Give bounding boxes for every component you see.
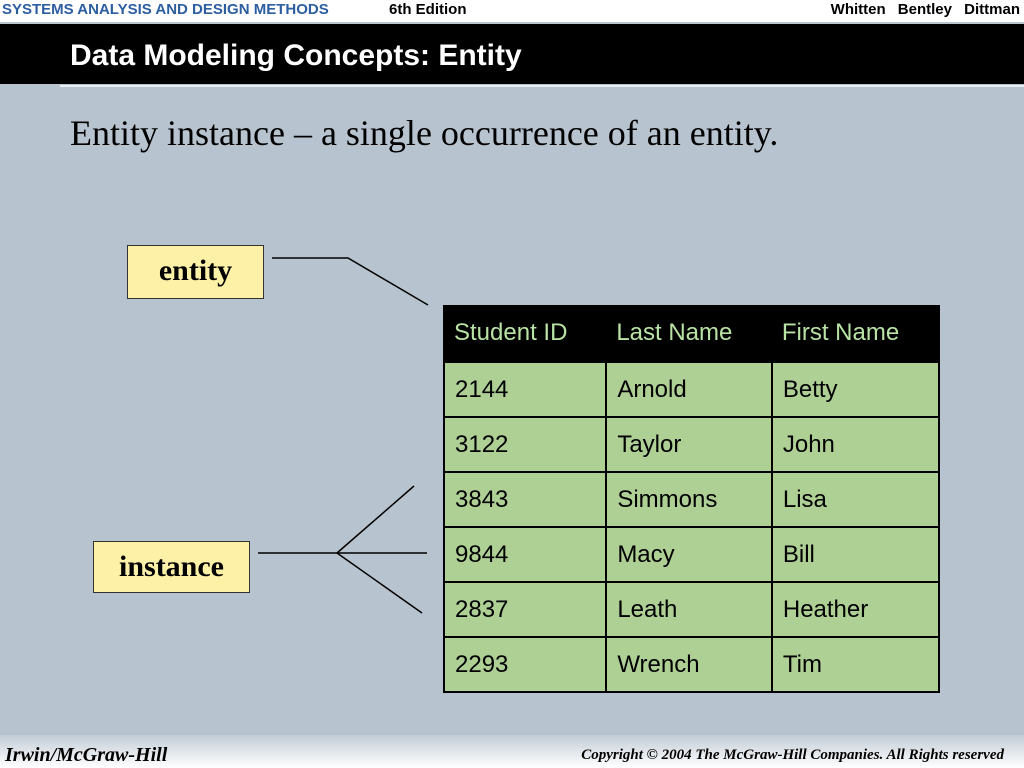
table-cell: 2837 [442,581,608,638]
student-table: Student ID Last Name First Name 2144 Arn… [442,305,941,693]
table-row: 3843 Simmons Lisa [442,471,941,528]
table-cell: Bill [770,526,941,583]
table-cell: Taylor [605,416,773,473]
table-cell: 9844 [442,526,608,583]
series-title: SYSTEMS ANALYSIS AND DESIGN METHODS [2,1,329,18]
slide-subtitle: Entity instance – a single occurrence of… [70,113,779,153]
table-row: 2144 Arnold Betty [442,361,941,418]
copyright-label: Copyright © 2004 The McGraw-Hill Compani… [581,747,1004,763]
table-cell: Betty [770,361,941,418]
table-cell: Arnold [605,361,773,418]
title-divider [60,85,1024,87]
edition-label: 6th Edition [389,1,467,18]
table-cell: Simmons [605,471,773,528]
table-cell: Leath [605,581,773,638]
entity-label-box: entity [127,245,264,299]
table-row: 2293 Wrench Tim [442,636,941,693]
instance-label-box: instance [93,541,250,593]
table-header-row: Student ID Last Name First Name [444,305,939,362]
column-header-last-name: Last Name [606,305,772,362]
table-cell: John [770,416,941,473]
instance-connector-branch-down [336,552,423,614]
slide-title: Data Modeling Concepts: Entity [70,39,522,72]
column-header-first-name: First Name [771,305,939,362]
publisher-label: Irwin/McGraw-Hill [5,744,168,766]
footer-bar: Irwin/McGraw-Hill Copyright © 2004 The M… [0,735,1024,768]
instance-connector-branch-up [336,485,415,554]
table-cell: Wrench [605,636,773,693]
table-row: 9844 Macy Bill [442,526,941,583]
table-cell: 2293 [442,636,608,693]
table-cell: Tim [770,636,941,693]
entity-connector-line [272,257,429,306]
table-row: 3122 Taylor John [442,416,941,473]
table-cell: Heather [770,581,941,638]
table-cell: 3843 [442,471,608,528]
table-cell: 2144 [442,361,608,418]
authors-label: Whitten Bentley Dittman [830,1,1020,18]
table-cell: Lisa [770,471,941,528]
header-bar: SYSTEMS ANALYSIS AND DESIGN METHODS 6th … [0,0,1024,22]
table-row: 2837 Leath Heather [442,581,941,638]
table-cell: Macy [605,526,773,583]
title-bar: Data Modeling Concepts: Entity [0,24,1024,84]
table-cell: 3122 [442,416,608,473]
column-header-student-id: Student ID [444,305,607,362]
